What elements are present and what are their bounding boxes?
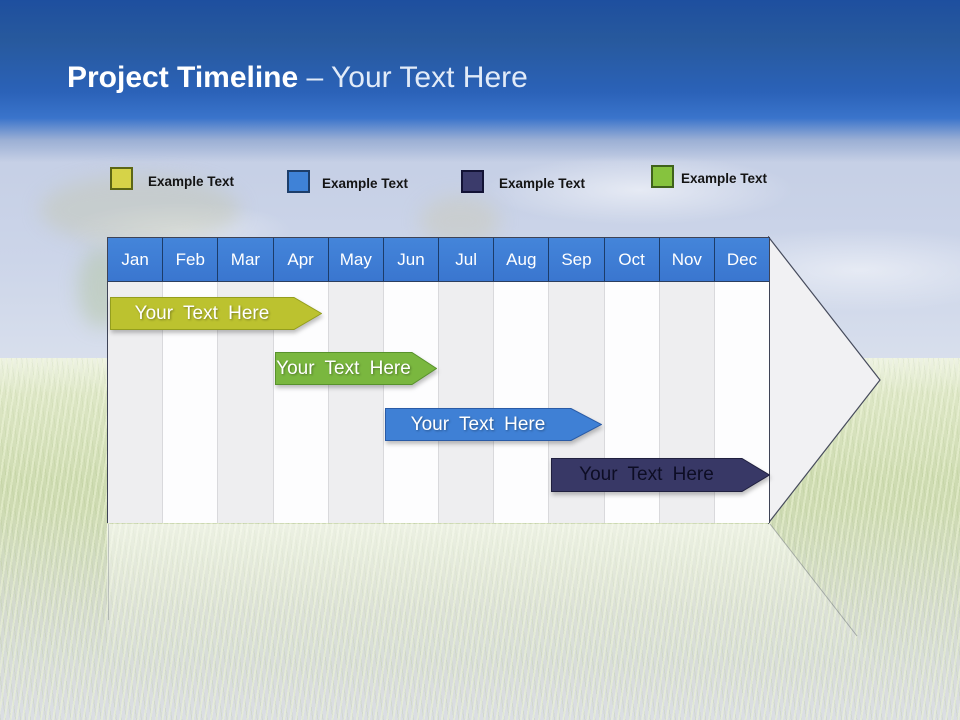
month-header-jan: Jan bbox=[108, 238, 164, 281]
timeline-arrowhead bbox=[768, 236, 881, 525]
month-header-dec: Dec bbox=[726, 249, 758, 269]
legend-label: Example Text bbox=[322, 176, 409, 191]
page-title: Project Timeline – Your Text Here bbox=[67, 60, 528, 96]
legend-swatch-yellow bbox=[110, 167, 133, 190]
gantt-bar-1: Your Text Here bbox=[110, 297, 322, 330]
grid-column bbox=[494, 282, 550, 523]
legend-label: Example Text bbox=[499, 176, 586, 191]
month-header-aug: Aug bbox=[494, 238, 550, 281]
title-sub: – Your Text Here bbox=[306, 61, 528, 94]
gantt-bar-label: Your Text Here bbox=[276, 357, 411, 379]
legend-label: Example Text bbox=[681, 171, 768, 186]
tree-silhouette bbox=[40, 175, 240, 245]
month-header-oct: Oct bbox=[605, 238, 660, 281]
month-header-apr: Apr bbox=[274, 238, 329, 281]
gantt-bar-3: Your Text Here bbox=[385, 408, 602, 441]
grid-column bbox=[383, 282, 440, 523]
chart-reflection bbox=[107, 524, 880, 666]
gantt-bar-label: Your Text Here bbox=[410, 413, 546, 435]
title-main: Project Timeline bbox=[67, 61, 299, 94]
gantt-bar-2: Your Text Here bbox=[275, 352, 437, 385]
month-header-jul: Jul bbox=[439, 238, 495, 281]
month-header-sep: Sep bbox=[549, 238, 605, 281]
gantt-bar-label: Your Text Here bbox=[134, 302, 270, 324]
month-header-jun: Jun bbox=[384, 238, 440, 281]
grid-column bbox=[439, 282, 495, 523]
gantt-month-header-row: Jan Feb Mar Apr May Jun Jul Aug Sep Oct … bbox=[108, 238, 769, 282]
month-header-feb: Feb bbox=[163, 238, 219, 281]
month-header-nov: Nov bbox=[660, 238, 715, 281]
gantt-bar-label: Your Text Here bbox=[579, 464, 714, 485]
legend-swatch-blue bbox=[287, 170, 310, 193]
month-header-may: May bbox=[329, 238, 384, 281]
chart-reflection-edges bbox=[108, 524, 858, 637]
legend-swatch-green bbox=[651, 165, 674, 188]
gantt-bar-4: Your Text Here bbox=[551, 458, 770, 492]
legend-swatch-navy bbox=[461, 170, 484, 193]
grid-column bbox=[328, 282, 384, 523]
legend-label: Example Text bbox=[148, 174, 235, 189]
month-header-mar: Mar bbox=[218, 238, 274, 281]
title-band-background bbox=[0, 0, 960, 170]
